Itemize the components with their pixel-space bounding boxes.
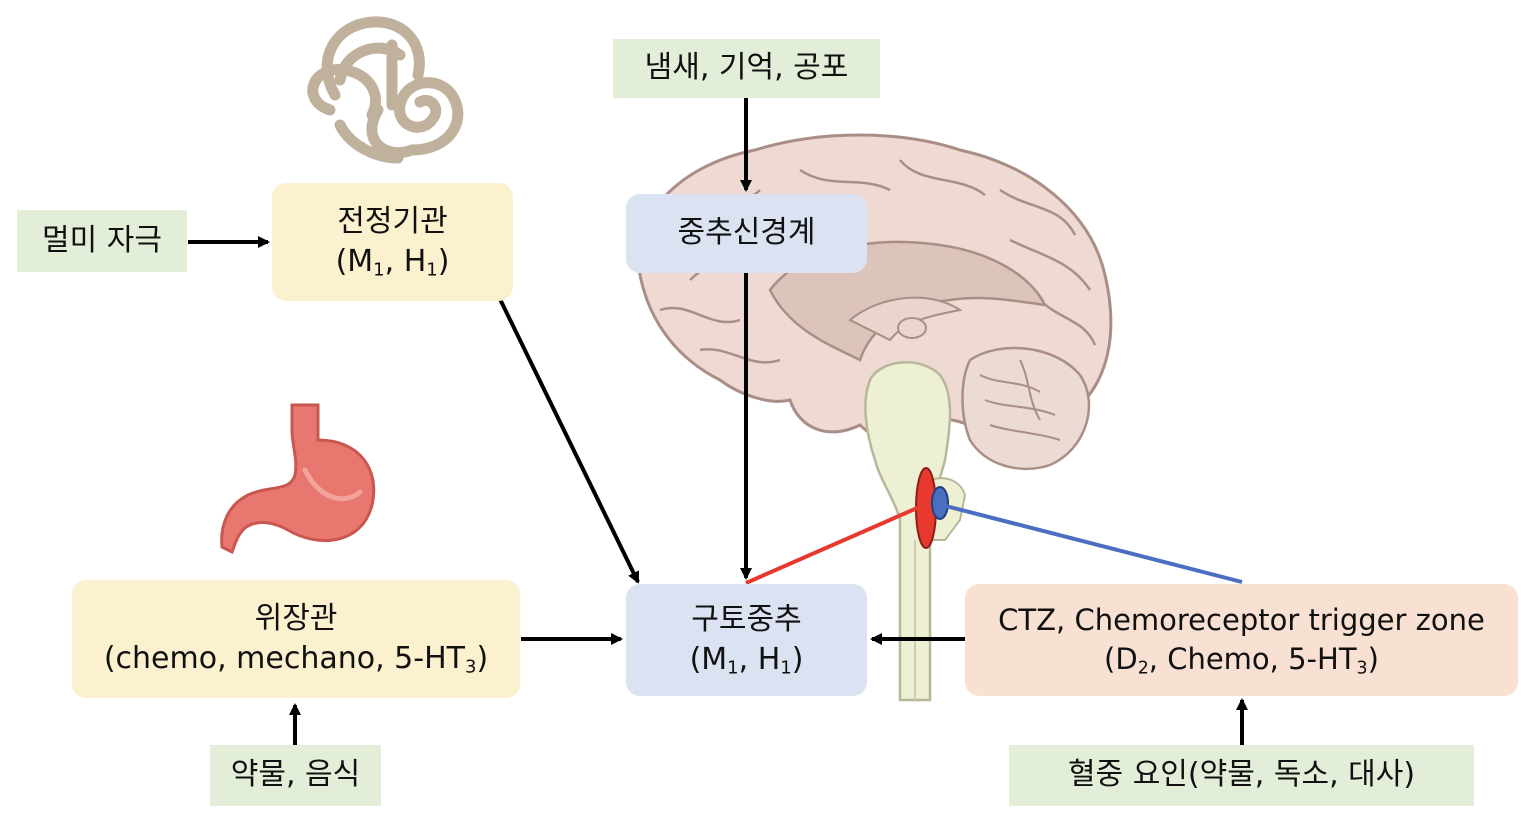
- drugs-food-box: 약물, 음식: [210, 745, 381, 806]
- vestibular-box: 전정기관 (M1, H1): [272, 183, 513, 301]
- ctz-receptors: (D2, Chemo, 5-HT3): [1104, 642, 1379, 679]
- gi-receptors: (chemo, mechano, 5-HT3): [103, 641, 489, 678]
- blood-factors-label: 혈중 요인(약물, 독소, 대사): [1067, 757, 1416, 793]
- ctz-marker: [931, 486, 949, 520]
- ctz-label: CTZ, Chemoreceptor trigger zone: [998, 602, 1485, 637]
- smell-memory-fear-box: 냄새, 기억, 공포: [613, 39, 880, 98]
- vestibular-label: 전정기관: [337, 203, 448, 239]
- arrow-vestibular-to-vomiting: [496, 294, 640, 584]
- inner-ear-icon: [307, 16, 464, 164]
- drugs-food-label: 약물, 음식: [230, 757, 361, 793]
- motion-stimulus-box: 멀미 자극: [17, 210, 187, 272]
- vomiting-center-label: 구토중추: [691, 601, 802, 637]
- gi-box: 위장관 (chemo, mechano, 5-HT3): [72, 580, 520, 698]
- ctz-box: CTZ, Chemoreceptor trigger zone (D2, Che…: [965, 584, 1518, 696]
- vomiting-center-receptors: (M1, H1): [689, 642, 804, 679]
- motion-stimulus-label: 멀미 자극: [42, 222, 162, 258]
- gi-label: 위장관: [254, 600, 338, 636]
- vestibular-receptors: (M1, H1): [335, 244, 450, 281]
- vomiting-center-link: [745, 503, 925, 585]
- ctz-link: [941, 503, 1243, 584]
- stomach-icon: [220, 403, 376, 555]
- vomiting-center-box: 구토중추 (M1, H1): [626, 584, 867, 696]
- smell-memory-fear-label: 냄새, 기억, 공포: [644, 50, 849, 86]
- cns-box: 중추신경계: [626, 194, 867, 273]
- cns-label: 중추신경계: [677, 215, 816, 251]
- blood-factors-box: 혈중 요인(약물, 독소, 대사): [1009, 745, 1474, 806]
